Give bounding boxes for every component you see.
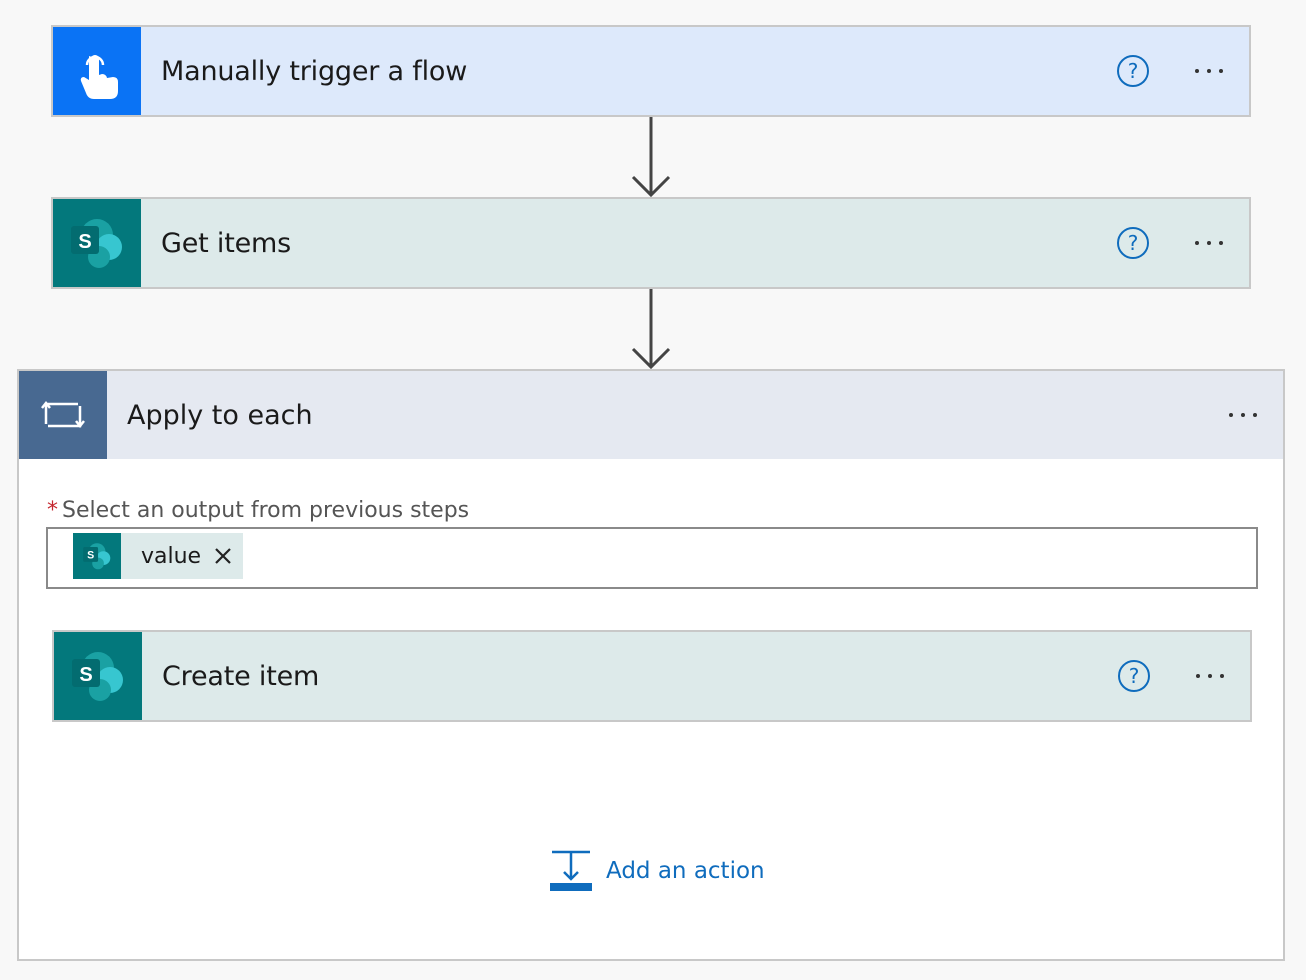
more-options-icon[interactable] (1195, 63, 1223, 79)
add-action-button[interactable]: Add an action (550, 850, 765, 892)
loop-icon-box (19, 371, 107, 459)
help-icon[interactable]: ? (1118, 660, 1150, 692)
svg-text:S: S (87, 550, 94, 562)
dynamic-content-token[interactable]: S value (73, 533, 244, 579)
trigger-title[interactable]: Manually trigger a flow (161, 55, 468, 87)
loop-icon (41, 400, 85, 429)
get-items-icon-box: S (53, 199, 141, 287)
get-items-title[interactable]: Get items (161, 227, 291, 259)
output-field-label: * Select an output from previous steps (47, 498, 469, 523)
touch-hand-icon (80, 55, 118, 99)
required-mark: * (47, 498, 58, 523)
connector-arrow (631, 117, 671, 197)
create-item-title[interactable]: Create item (162, 660, 320, 692)
apply-to-each-container: Apply to each * Select an output from pr… (17, 369, 1285, 961)
apply-to-each-header[interactable]: Apply to each (19, 371, 1283, 459)
create-item-icon-box: S (54, 632, 142, 720)
trigger-card[interactable]: Manually trigger a flow ? (51, 25, 1251, 117)
svg-text:S: S (79, 664, 92, 686)
trigger-icon-box (53, 27, 141, 115)
help-icon[interactable]: ? (1117, 227, 1149, 259)
sharepoint-icon: S (71, 219, 122, 268)
token-icon-box: S (73, 533, 121, 579)
connector-arrow (631, 289, 671, 369)
sharepoint-icon: S (72, 652, 123, 701)
help-icon[interactable]: ? (1117, 55, 1149, 87)
output-field-input[interactable]: S value (46, 527, 1258, 589)
svg-text:S: S (78, 231, 91, 253)
create-item-card[interactable]: S Create item ? (52, 630, 1252, 722)
add-action-label: Add an action (606, 858, 765, 884)
close-icon (215, 548, 231, 564)
get-items-card[interactable]: S Get items ? (51, 197, 1251, 289)
token-label: value (141, 543, 202, 569)
more-options-icon[interactable] (1196, 668, 1224, 684)
output-field-label-text: Select an output from previous steps (62, 498, 470, 523)
apply-to-each-title[interactable]: Apply to each (127, 399, 313, 431)
sharepoint-icon: S (83, 543, 111, 570)
token-remove-button[interactable] (213, 533, 243, 579)
more-options-icon[interactable] (1229, 407, 1257, 423)
add-action-icon (550, 850, 592, 891)
more-options-icon[interactable] (1195, 235, 1223, 251)
